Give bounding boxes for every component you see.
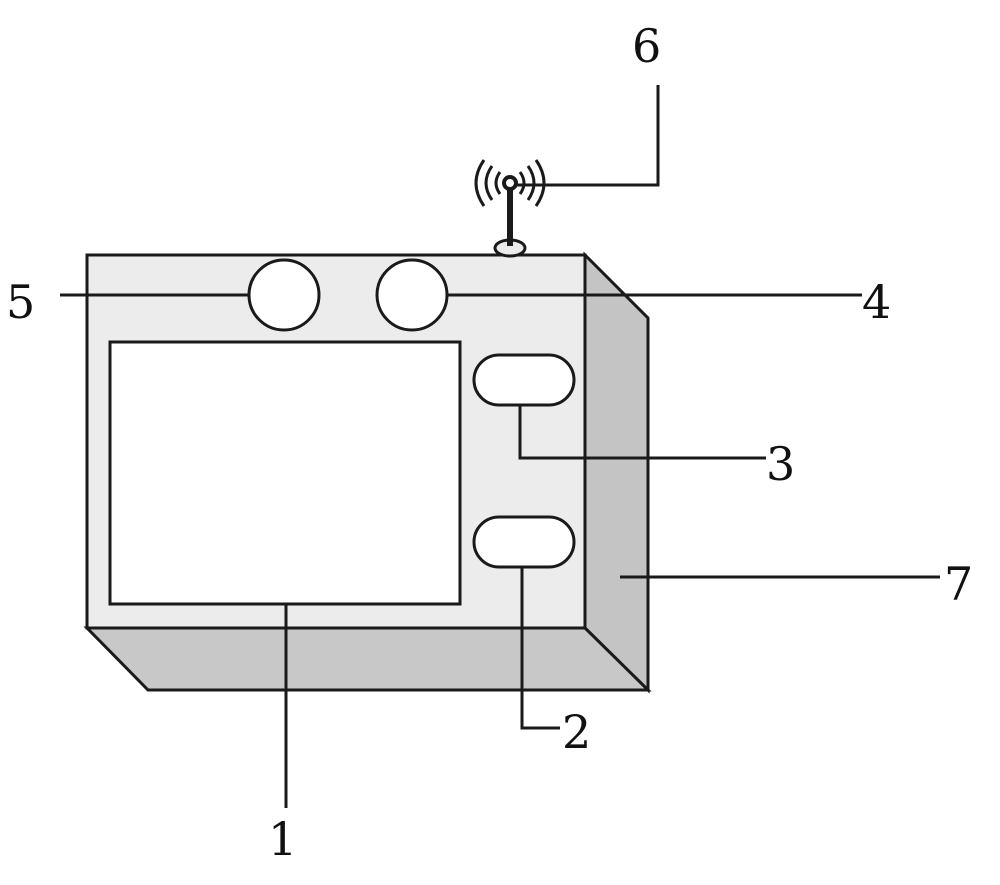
- signal-arc-mid-left: [484, 165, 494, 201]
- leader-line-3: [518, 405, 766, 460]
- leader-line-6: [516, 85, 660, 187]
- label-5: 5: [6, 275, 35, 329]
- housing-bottom-face: [83, 626, 652, 692]
- signal-arc-outer-left: [474, 159, 486, 207]
- signal-arc-mid-right: [526, 165, 536, 201]
- label-3: 3: [766, 437, 795, 491]
- left-lens: [247, 258, 321, 332]
- label-2: 2: [562, 705, 591, 759]
- right-lens: [375, 258, 449, 332]
- leader-line-2: [520, 567, 560, 730]
- label-1: 1: [268, 812, 297, 866]
- antenna-tip: [502, 175, 518, 191]
- label-7: 7: [944, 557, 973, 611]
- signal-arc-outer-right: [534, 159, 546, 207]
- antenna-signal-icon: [474, 159, 546, 258]
- signal-arc-inner-right: [518, 171, 526, 195]
- signal-arc-inner-left: [494, 171, 502, 195]
- housing-side-face: [583, 251, 650, 694]
- label-6: 6: [632, 19, 661, 73]
- lower-button: [472, 515, 576, 569]
- label-4: 4: [862, 275, 891, 329]
- upper-button: [472, 353, 576, 407]
- display-screen: [108, 340, 462, 606]
- leader-lines: [60, 85, 940, 808]
